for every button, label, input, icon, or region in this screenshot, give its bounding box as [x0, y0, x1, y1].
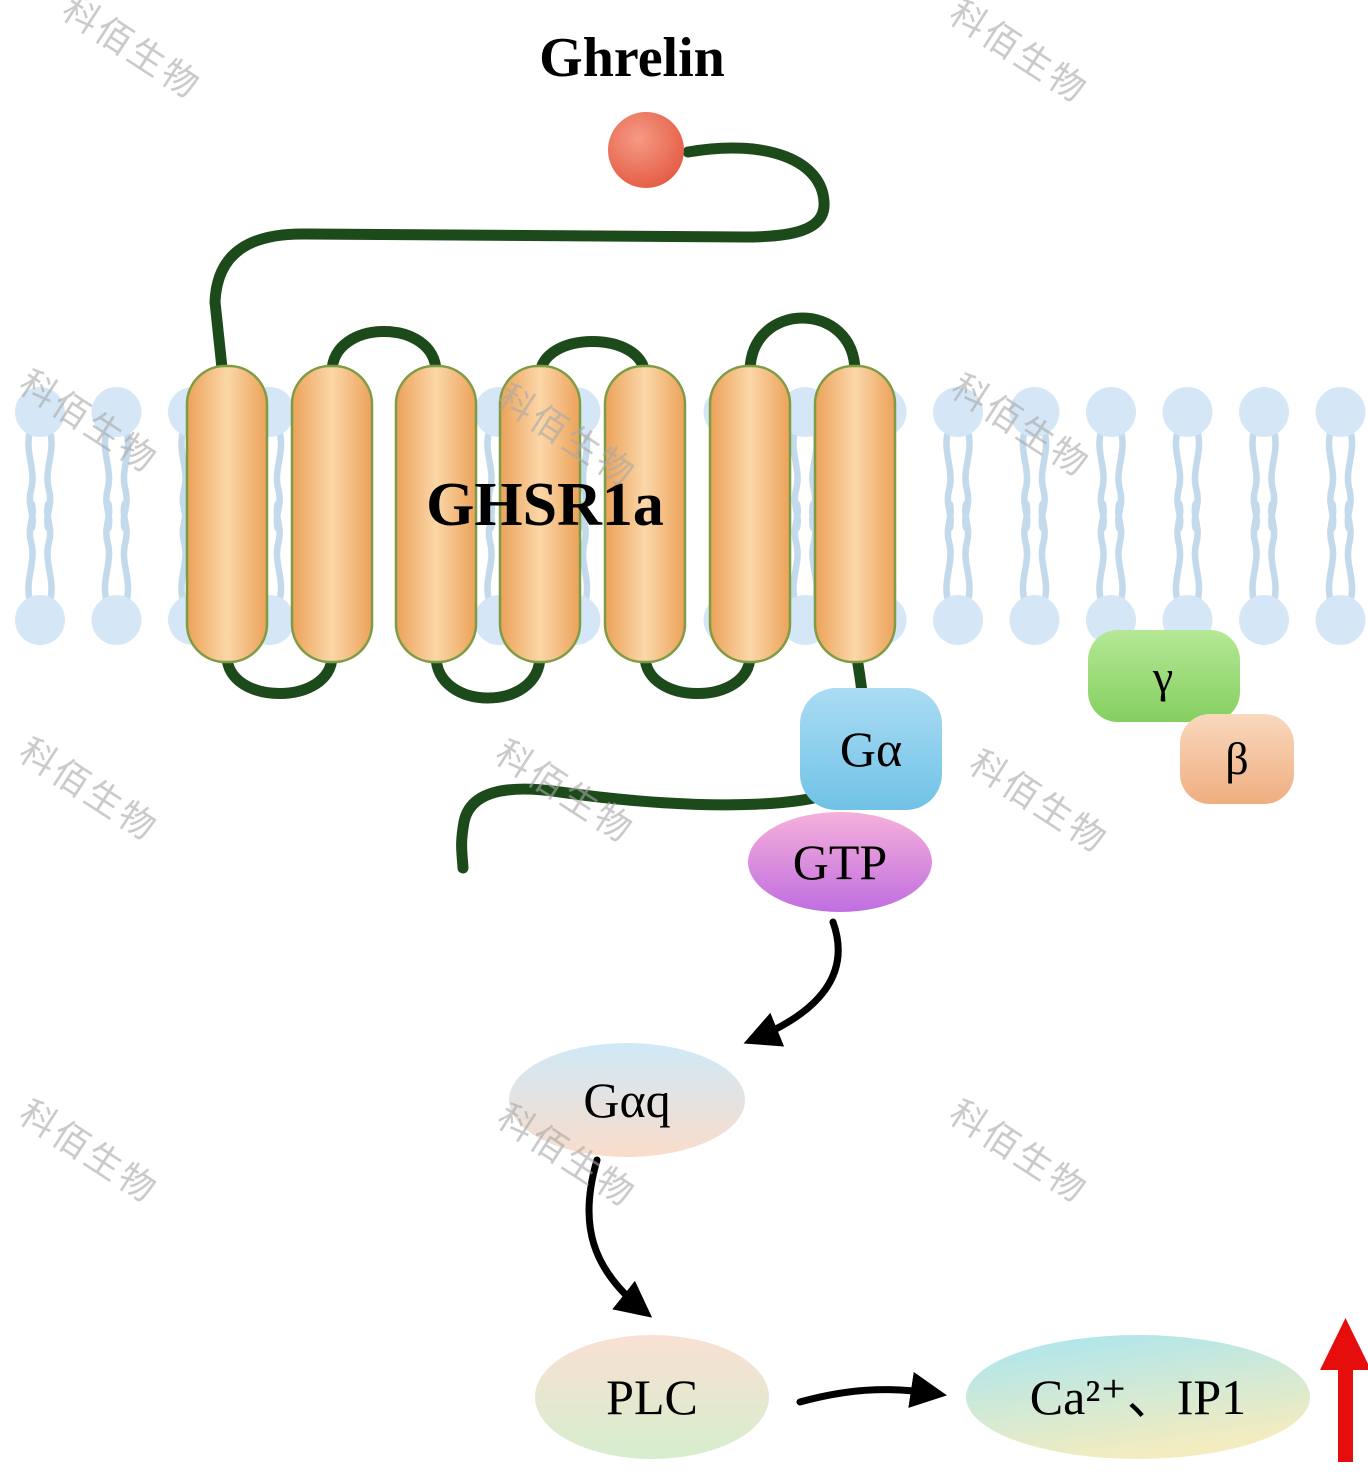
tm-helix-7	[813, 364, 897, 664]
gaq-node	[509, 1043, 745, 1157]
lipid-molecule	[1010, 504, 1060, 645]
lipid-molecule	[1316, 387, 1366, 528]
up-arrow-icon	[1320, 1318, 1368, 1462]
lipid-molecule	[1086, 504, 1136, 645]
watermark-text: 科佰生物	[12, 1093, 165, 1212]
plc-label: PLC	[606, 1369, 698, 1425]
beta-subunit	[1180, 714, 1294, 804]
calcium-ip1-node	[966, 1335, 1310, 1459]
intracellular-loop-2	[430, 650, 546, 704]
tm-helix-6	[708, 364, 792, 664]
receptor-label: GHSR1a	[426, 471, 664, 539]
gaq-label: Gαq	[583, 1072, 670, 1128]
watermark-text: 科佰生物	[942, 0, 1095, 112]
gamma-label: γ	[1152, 651, 1173, 702]
watermark-text: 科佰生物	[12, 731, 165, 850]
arrow-plc-to-output	[796, 1371, 947, 1408]
lipid-molecule	[92, 504, 142, 645]
tm-helix-2	[290, 364, 374, 664]
lipid-molecule	[1239, 387, 1289, 528]
ligand-label: Ghrelin	[539, 27, 725, 89]
gtp-molecule	[748, 812, 932, 912]
g-alpha-subunit	[800, 688, 942, 810]
lipid-molecule	[1316, 504, 1366, 645]
tm-helix-1	[185, 364, 269, 664]
lipid-molecule	[15, 504, 65, 645]
g-alpha-label: Gα	[840, 721, 902, 777]
ghrelin-ligand-icon	[608, 112, 684, 188]
gamma-subunit	[1088, 630, 1240, 722]
receptor-chain	[209, 142, 870, 874]
extracellular-loop-3	[744, 312, 861, 378]
lipid-molecule	[1086, 387, 1136, 528]
lipid-molecule	[1163, 387, 1213, 528]
cascade-arrows	[585, 918, 947, 1408]
plc-node	[535, 1335, 769, 1459]
intracellular-loop-3	[639, 650, 756, 699]
beta-label: β	[1225, 733, 1248, 784]
watermark-text: 科佰生物	[942, 1093, 1095, 1212]
lipid-molecule	[1239, 504, 1289, 645]
n-terminus-chain	[209, 142, 830, 374]
intracellular-loop-1	[221, 650, 338, 699]
tm-helix-4	[498, 364, 582, 664]
lipid-molecule	[933, 504, 983, 645]
tm-helix-3	[394, 364, 478, 664]
watermark-text: 科佰生物	[55, 0, 208, 108]
arrow-gaq-to-plc	[585, 1156, 653, 1318]
gtp-label: GTP	[793, 834, 887, 890]
transmembrane-helices	[185, 364, 897, 664]
extracellular-loop-1	[326, 326, 442, 378]
extracellular-loop-2	[534, 336, 651, 382]
arrow-gtp-to-gaq	[743, 918, 842, 1047]
lipid-molecule	[1163, 504, 1213, 645]
calcium-ip1-label: Ca²⁺、IP1	[1030, 1369, 1246, 1425]
tm-helix-5	[603, 364, 687, 664]
watermark-text: 科佰生物	[962, 743, 1115, 862]
